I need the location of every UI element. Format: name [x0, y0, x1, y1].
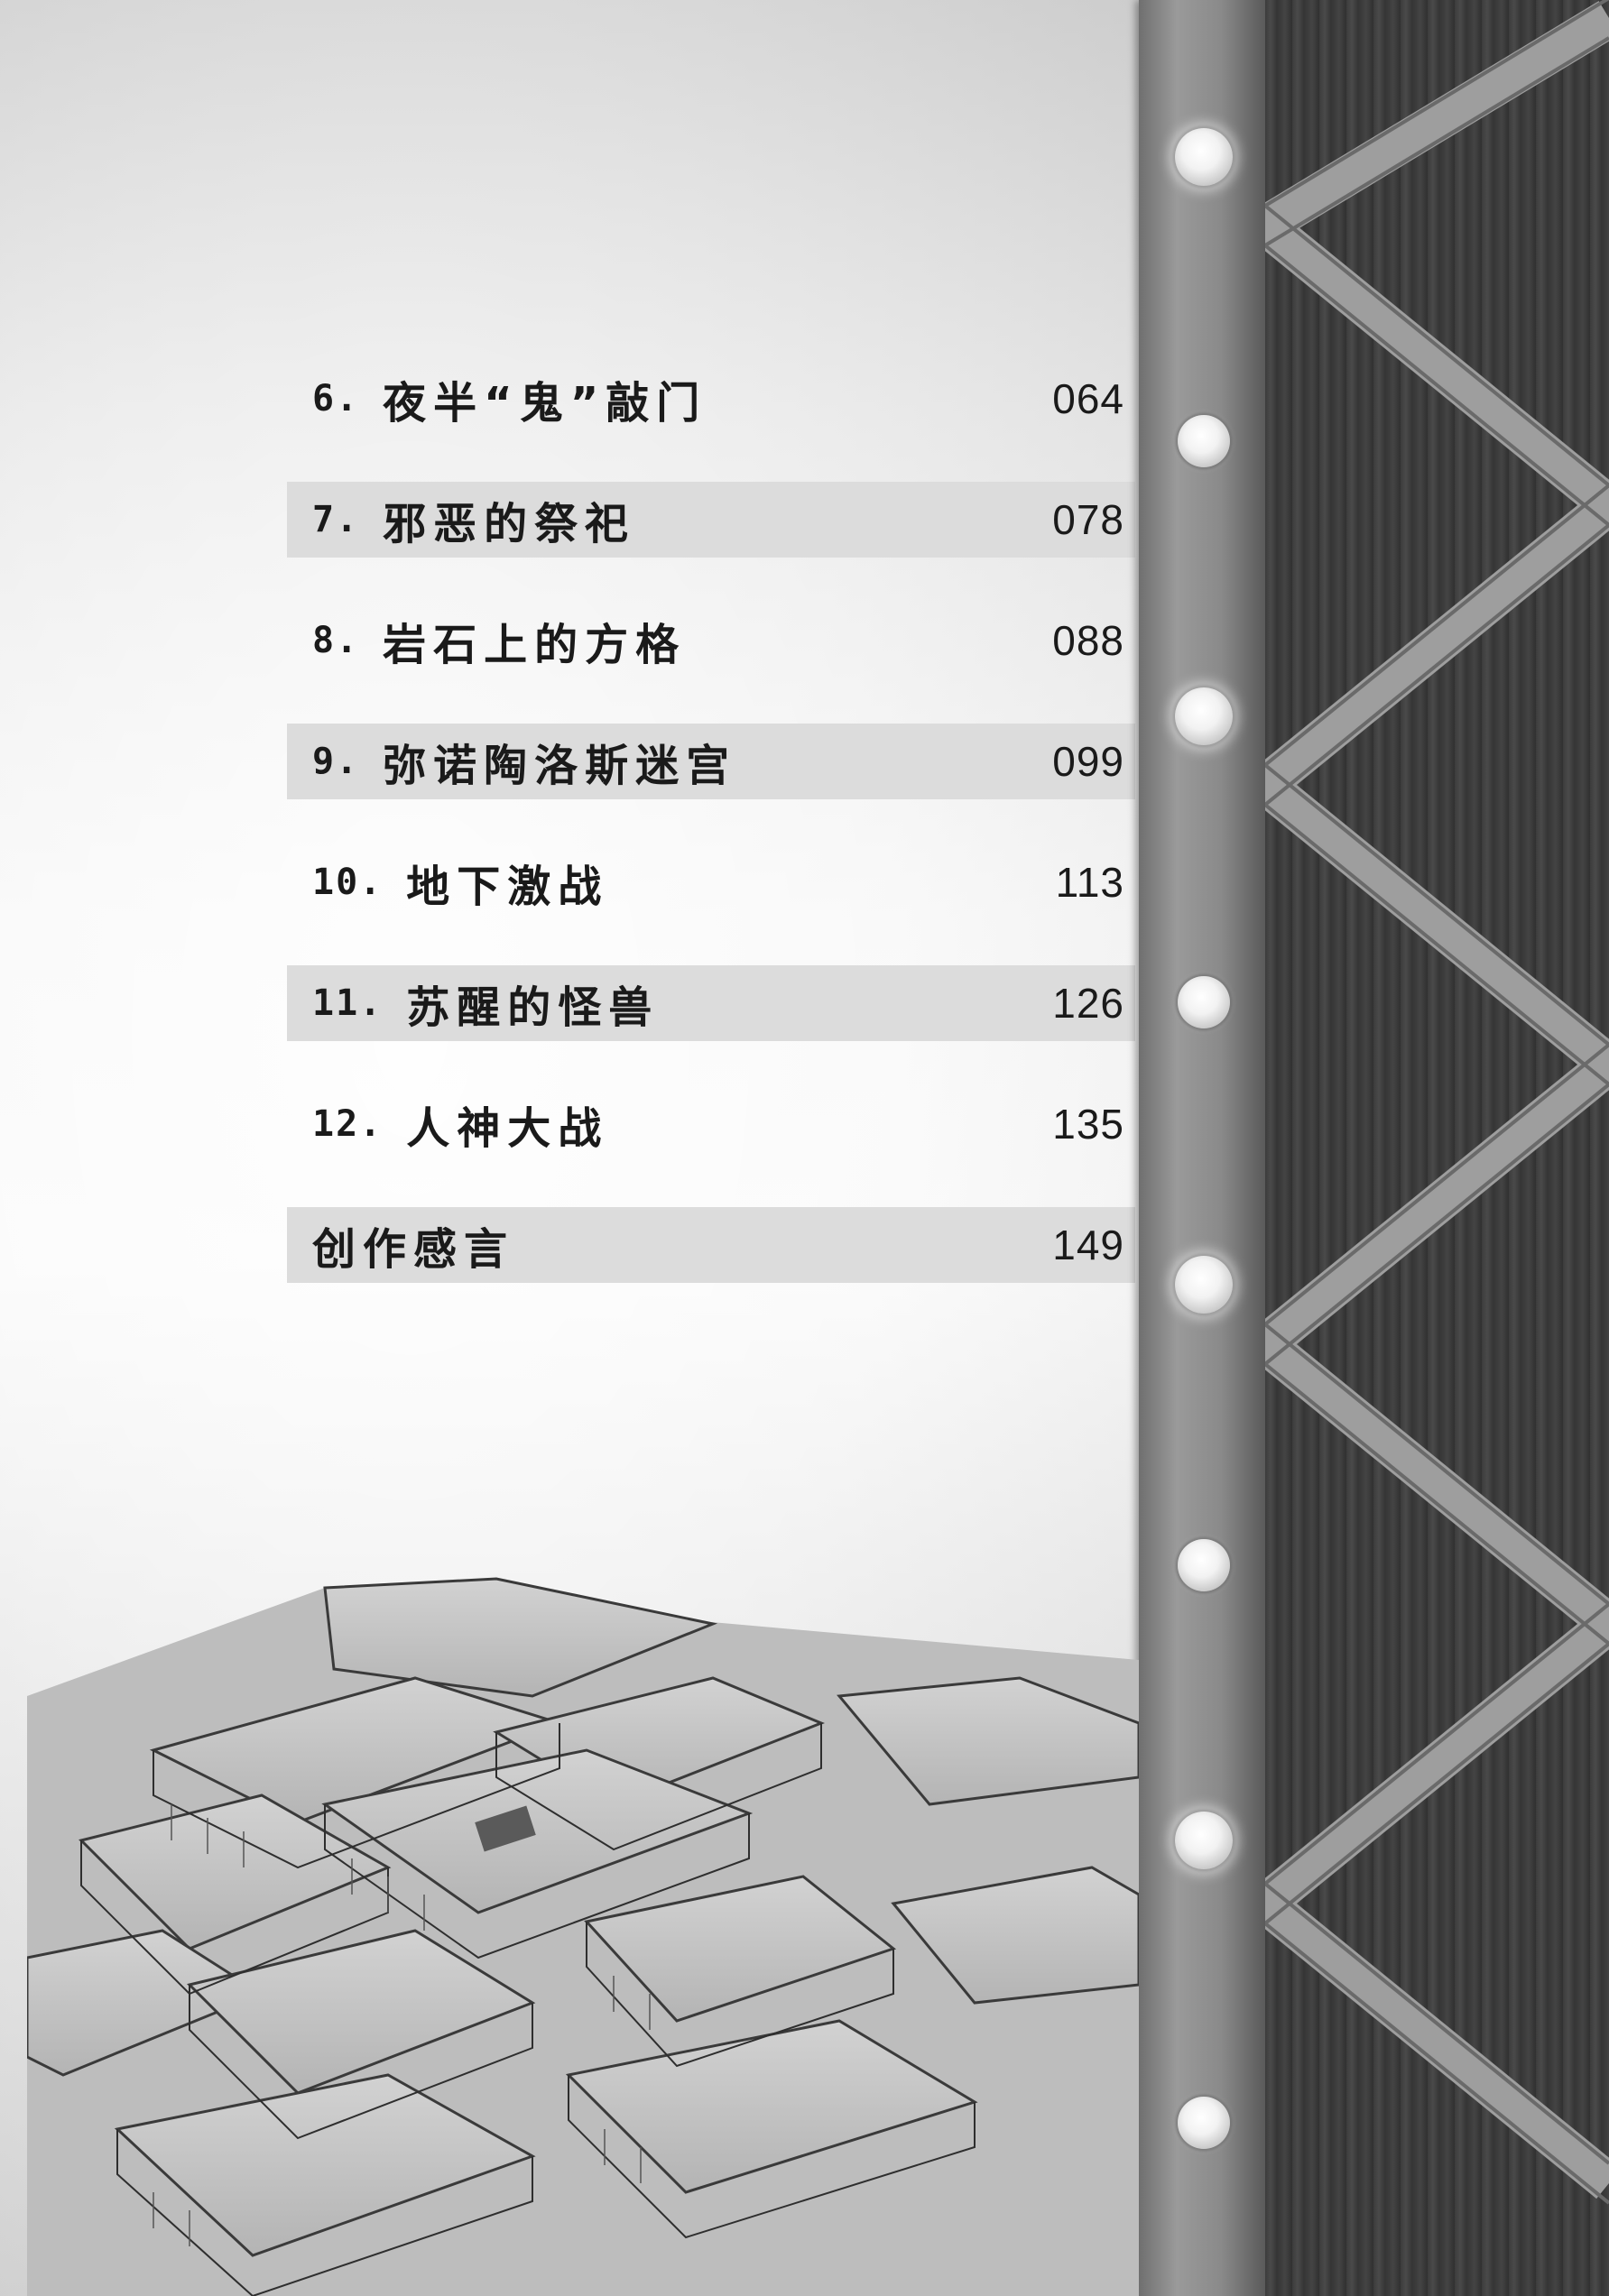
toc-entry-title: 岩石上的方格	[383, 620, 687, 670]
light-bulb-icon	[1178, 976, 1230, 1028]
toc-entry-number: 12.	[312, 1103, 384, 1145]
light-bulb-icon	[1178, 2097, 1230, 2149]
toc-entry-page: 149	[1052, 1222, 1124, 1268]
toc-entry-title: 地下激战	[406, 862, 609, 912]
light-bulb-icon	[1175, 687, 1233, 745]
toc-entry-page: 088	[1052, 617, 1124, 664]
toc-entry-8[interactable]: 8. 岩石上的方格 088	[287, 603, 1135, 678]
zigzag-ornament	[1265, 0, 1609, 2205]
toc-entry-number: 11.	[312, 982, 384, 1024]
toc-entry-page: 064	[1052, 375, 1124, 422]
toc-entry-title: 邪恶的祭祀	[383, 499, 636, 549]
toc-entry-page: 126	[1052, 980, 1124, 1027]
toc-entry-7[interactable]: 7. 邪恶的祭祀 078	[287, 482, 1135, 558]
stone-pillar	[1139, 0, 1265, 2296]
toc-entry-title: 苏醒的怪兽	[406, 982, 660, 1033]
toc-entry-number: 6.	[312, 378, 360, 420]
toc-entry-9[interactable]: 9. 弥诺陶洛斯迷宫 099	[287, 724, 1135, 799]
toc-entry-11[interactable]: 11. 苏醒的怪兽 126	[287, 965, 1135, 1041]
toc-entry-6[interactable]: 6. 夜半“鬼”敲门 064	[287, 361, 1135, 437]
toc-entry-title: 人神大战	[406, 1103, 609, 1154]
toc-entry-title: 弥诺陶洛斯迷宫	[383, 741, 737, 791]
light-bulb-icon	[1178, 1539, 1230, 1591]
toc-entry-page: 113	[1055, 859, 1124, 906]
toc-entry-page: 135	[1052, 1101, 1124, 1148]
toc-entry-afterword[interactable]: 创作感言 149	[287, 1207, 1135, 1283]
light-bulb-icon	[1175, 1812, 1233, 1869]
toc-entry-page: 099	[1052, 738, 1124, 785]
toc-entry-12[interactable]: 12. 人神大战 135	[287, 1086, 1135, 1162]
toc-entry-title: 夜半“鬼”敲门	[383, 378, 707, 429]
toc-entry-number: 8.	[312, 620, 360, 661]
toc-entry-number: 7.	[312, 499, 360, 540]
palace-ruins-illustration	[27, 1577, 1139, 2296]
toc-entry-title: 创作感言	[312, 1224, 515, 1275]
light-bulb-icon	[1175, 1256, 1233, 1314]
toc-entry-number: 9.	[312, 741, 360, 782]
toc-entry-10[interactable]: 10. 地下激战 113	[287, 844, 1135, 920]
light-bulb-icon	[1175, 128, 1233, 186]
table-of-contents: 6. 夜半“鬼”敲门 064 7. 邪恶的祭祀 078 8. 岩石上的方格 08…	[287, 361, 1135, 1328]
toc-entry-number: 10.	[312, 862, 384, 903]
toc-entry-page: 078	[1052, 496, 1124, 543]
light-bulb-icon	[1178, 415, 1230, 467]
